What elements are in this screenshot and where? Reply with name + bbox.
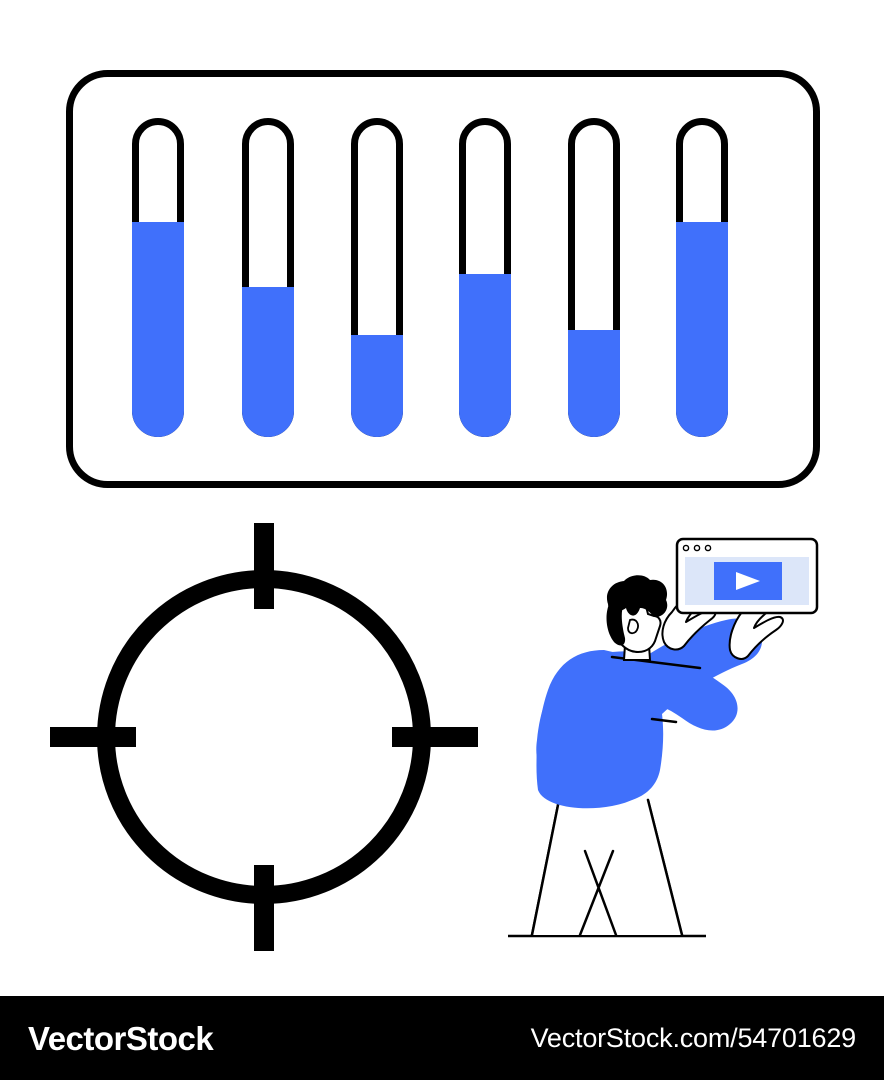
slider-2[interactable] — [242, 118, 294, 438]
hair-side — [606, 602, 626, 646]
slider-6-fill — [676, 222, 728, 437]
shirt-arm-right-lower — [582, 651, 738, 731]
video-player-window[interactable] — [675, 537, 819, 615]
play-triangle-icon[interactable] — [736, 572, 760, 590]
crosshair-tick-bottom — [254, 865, 274, 951]
crosshair-target-icon[interactable] — [50, 523, 478, 951]
person-holding-video-window — [508, 537, 819, 938]
elbow-line — [650, 717, 678, 724]
equalizer-panel — [66, 70, 820, 488]
crosshair-tick-right — [392, 727, 478, 747]
crosshair-ring — [97, 570, 431, 904]
window-dot-2-icon[interactable] — [693, 544, 701, 552]
crosshair-tick-top — [254, 523, 274, 609]
slider-4-fill — [459, 274, 511, 437]
window-dot-1-icon[interactable] — [682, 544, 690, 552]
trousers-inner-seam — [578, 849, 618, 937]
vectorstock-url: VectorStock.com/54701629 — [530, 1022, 857, 1053]
slider-3[interactable] — [351, 118, 403, 438]
slider-1[interactable] — [132, 118, 184, 438]
slider-3-fill — [351, 335, 403, 437]
ear — [627, 618, 639, 635]
footer-watermark-bar: VectorStock VectorStock.com/54701629 — [0, 996, 884, 1080]
trousers-outline — [530, 793, 684, 937]
window-dot-3-icon[interactable] — [704, 544, 712, 552]
slider-4[interactable] — [459, 118, 511, 438]
slider-6[interactable] — [676, 118, 728, 438]
slider-5-fill — [568, 330, 620, 437]
slider-5[interactable] — [568, 118, 620, 438]
slider-1-fill — [132, 222, 184, 437]
vectorstock-wordmark: VectorStock — [28, 1019, 214, 1057]
crosshair-tick-left — [50, 727, 136, 747]
slider-2-fill — [242, 287, 294, 437]
